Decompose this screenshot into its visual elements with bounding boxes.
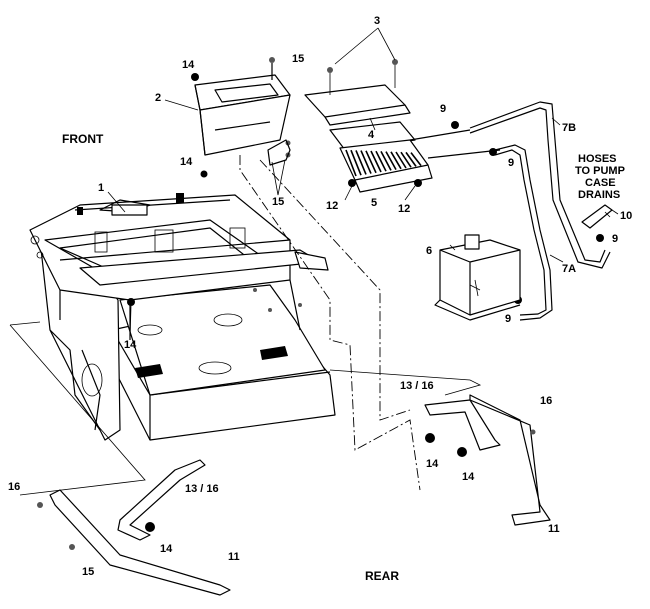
- cooler-fin: [380, 151, 392, 171]
- callout-14-right-a: 14: [426, 458, 439, 470]
- callout-6: 6: [426, 245, 432, 257]
- callout-12-left: 12: [326, 200, 338, 212]
- cooler-fin: [385, 151, 397, 170]
- callout-10: 10: [620, 210, 632, 222]
- hoses-note-line3: CASE: [585, 177, 616, 189]
- reservoir-tank: [434, 234, 521, 321]
- cooler-bracket: [304, 59, 416, 151]
- hoses: [451, 101, 619, 321]
- callout-12-right: 12: [398, 203, 410, 215]
- callout-16-right: 16: [540, 395, 552, 407]
- front-label: FRONT: [62, 132, 104, 146]
- right-brackets: [424, 394, 551, 526]
- cooler-fin: [350, 149, 362, 176]
- base-frame: [29, 170, 336, 441]
- callout-1: 1: [98, 182, 104, 194]
- callout-14-side: 14: [124, 339, 137, 351]
- callout-3: 3: [374, 15, 380, 27]
- hoses-note-line2: TO PUMP: [575, 165, 625, 177]
- callout-16-left: 16: [8, 481, 20, 493]
- left-brackets: [37, 459, 231, 596]
- cooler-fin: [395, 151, 407, 169]
- cooler-fin: [365, 150, 377, 174]
- callout-11-right: 11: [548, 523, 560, 535]
- cooler-fin: [400, 151, 412, 168]
- cooler-fin: [410, 152, 422, 167]
- callout-15-mid: 15: [272, 196, 284, 208]
- callout-7b: 7B: [562, 122, 576, 134]
- cooler-fin: [375, 150, 387, 172]
- callout-13-16-left: 13 / 16: [185, 483, 219, 495]
- hoses-note-line4: DRAINS: [578, 189, 620, 201]
- callout-5: 5: [371, 197, 377, 209]
- cooler-fin: [390, 151, 402, 170]
- cooler-fin: [355, 150, 367, 175]
- cooler-fin: [405, 151, 417, 167]
- callout-4: 4: [368, 129, 375, 141]
- mounting-plate: [191, 57, 291, 166]
- callout-9-low: 9: [505, 313, 511, 325]
- callout-9-mid: 9: [508, 157, 514, 169]
- callout-15-left: 15: [82, 566, 94, 578]
- assembly-leaders: [9, 155, 482, 496]
- callout-15-top: 15: [292, 53, 304, 65]
- callout-13-16-right: 13 / 16: [400, 380, 434, 392]
- callout-9-right: 9: [612, 233, 618, 245]
- rear-label: REAR: [365, 569, 399, 583]
- callout-14-frame: 14: [180, 156, 193, 168]
- callout-leaders: [107, 27, 611, 341]
- labels: FRONT REAR HOSES TO PUMP CASE DRAINS 1 2…: [8, 15, 632, 583]
- cooler-fin: [360, 150, 372, 174]
- cooler-fin: [345, 149, 357, 177]
- callout-14-left: 14: [160, 543, 173, 555]
- callout-11-left: 11: [228, 551, 240, 563]
- callout-14-right-b: 14: [462, 471, 475, 483]
- callout-2: 2: [155, 92, 161, 104]
- callout-14-top: 14: [182, 59, 195, 71]
- oil-cooler: [339, 129, 501, 193]
- callout-9-top: 9: [440, 103, 446, 115]
- hoses-note-line1: HOSES: [578, 153, 617, 165]
- callout-7a: 7A: [562, 263, 576, 275]
- cooler-fin: [370, 150, 382, 173]
